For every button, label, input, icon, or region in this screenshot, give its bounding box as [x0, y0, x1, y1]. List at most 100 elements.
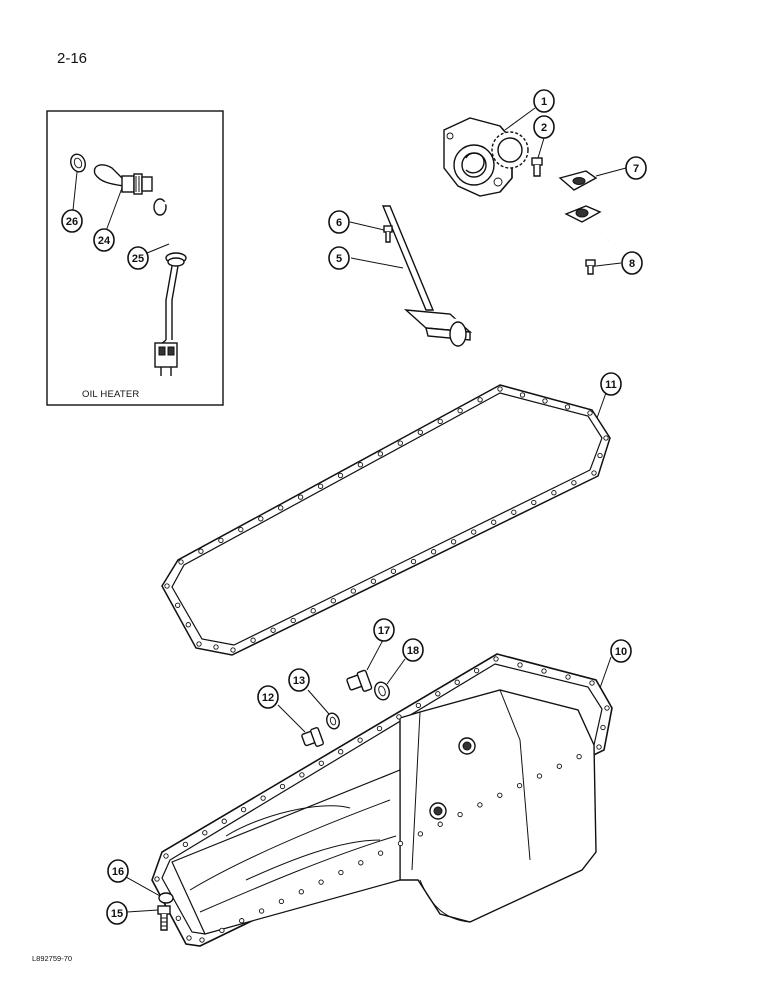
svg-text:7: 7	[633, 163, 639, 175]
gasket-bolt-hole	[519, 392, 526, 398]
gasket-bolt-hole	[270, 627, 276, 633]
svg-text:12: 12	[262, 692, 274, 704]
gasket-bolt-hole	[571, 480, 577, 486]
callout-24: 24	[93, 228, 115, 252]
callout-12: 12	[257, 685, 279, 709]
gasket-bolt-hole	[437, 418, 443, 425]
pan-bolt-hole	[186, 935, 192, 941]
callout-26: 26	[61, 209, 83, 233]
pan-bolt-hole	[604, 705, 610, 711]
callout-16: 16	[107, 859, 129, 883]
gasket-bolt-hole	[542, 398, 548, 404]
pan-bolt-hole	[260, 795, 266, 801]
pan-bolt-hole	[556, 763, 562, 769]
svg-text:2: 2	[541, 122, 547, 134]
callout-13: 13	[288, 668, 310, 692]
pan-bolt-hole	[318, 879, 324, 885]
gasket-bolt-hole	[278, 505, 284, 511]
pan-bolt-hole	[239, 918, 245, 924]
pan-bolt-hole	[541, 668, 547, 674]
gasket-bolt-hole	[397, 440, 403, 446]
pan-bolt-hole	[338, 869, 344, 876]
svg-text:18: 18	[407, 645, 419, 657]
gasket-bolt-hole	[450, 539, 457, 545]
part-25-heater-cord	[153, 198, 187, 376]
pan-bolt-hole	[258, 908, 265, 914]
gasket-bolt-hole	[350, 588, 356, 594]
pan-bolt-hole	[517, 662, 523, 668]
callout-8: 8	[621, 251, 643, 275]
svg-text:11: 11	[605, 379, 617, 391]
pan-bolt-hole	[358, 860, 364, 866]
gasket-bolt-hole	[317, 483, 324, 489]
part-8-tube-screw	[585, 259, 596, 275]
svg-text:17: 17	[378, 625, 390, 637]
gasket-bolt-hole	[597, 452, 603, 459]
callout-10: 10	[610, 639, 632, 663]
gasket-bolt-hole	[491, 519, 497, 525]
pan-bolt-hole	[154, 876, 160, 882]
svg-text:5: 5	[336, 253, 342, 265]
pan-bolt-hole	[298, 889, 304, 895]
part-5-suction-tube	[381, 205, 612, 347]
svg-text:6: 6	[336, 217, 342, 229]
svg-text:16: 16	[112, 866, 124, 878]
gasket-bolt-hole	[230, 647, 236, 653]
gasket-bolt-hole	[337, 472, 344, 479]
oil-heater-inset	[46, 110, 224, 406]
gasket-bolt-hole	[477, 397, 483, 403]
pan-bolt-hole	[279, 783, 286, 790]
pan-bolt-hole	[338, 749, 344, 755]
pan-bolt-hole	[457, 811, 463, 818]
pan-bolt-hole	[397, 840, 404, 847]
pan-bolt-hole	[516, 782, 523, 789]
pan-bolt-hole	[437, 821, 443, 827]
pan-bolt-hole	[589, 680, 595, 686]
svg-text:24: 24	[98, 235, 111, 247]
svg-text:25: 25	[132, 253, 144, 265]
pan-bolt-hole	[536, 773, 543, 779]
gasket-bolt-hole	[175, 602, 181, 608]
pan-bolt-hole	[600, 724, 606, 731]
gasket-bolt-hole	[410, 558, 417, 565]
leader-lines	[125, 107, 627, 913]
pan-bolt-hole	[376, 725, 383, 732]
gasket-bolt-hole	[213, 644, 219, 650]
gasket-bolt-hole	[178, 559, 184, 565]
pan-bolt-hole	[199, 937, 205, 943]
pan-bolt-hole	[377, 850, 384, 856]
svg-text:10: 10	[615, 646, 627, 658]
pan-bolt-hole	[357, 737, 363, 743]
inset-caption: OIL HEATER	[82, 389, 140, 400]
pan-bolt-hole	[396, 714, 402, 720]
gasket-bolt-hole	[430, 549, 437, 555]
pan-bolt-hole	[299, 772, 305, 778]
pan-bolt-hole	[415, 702, 422, 709]
gasket-bolt-hole	[238, 526, 244, 533]
gasket-bolt-hole	[511, 509, 517, 515]
part-7-tube-gasket	[558, 170, 598, 191]
gasket-bolt-hole	[390, 568, 397, 574]
gasket-bolt-hole	[471, 529, 477, 535]
callout-5: 5	[328, 246, 350, 270]
gasket-bolt-hole	[196, 641, 202, 647]
gasket-bolt-hole	[377, 451, 384, 457]
gasket-bolt-hole	[564, 404, 571, 410]
svg-text:8: 8	[629, 258, 635, 270]
inset-frame	[46, 110, 224, 406]
pan-bolt-hole	[435, 691, 441, 697]
gasket-bolt-hole	[297, 494, 304, 500]
callout-6: 6	[328, 210, 350, 234]
pan-bolt-hole	[318, 760, 324, 766]
gasket-bolt-hole	[551, 490, 557, 496]
gasket-bolt-hole	[587, 410, 593, 416]
pan-bolt-hole	[473, 667, 480, 674]
pan-bolt-hole	[175, 915, 181, 921]
gasket-bolt-hole	[310, 608, 316, 614]
svg-text:1: 1	[541, 96, 547, 108]
part-12-plug	[301, 727, 324, 747]
gasket-bolt-hole	[591, 470, 597, 476]
gasket-bolt-hole	[330, 598, 336, 604]
pan-bolt-hole	[221, 818, 227, 824]
callout-17: 17	[373, 618, 395, 642]
